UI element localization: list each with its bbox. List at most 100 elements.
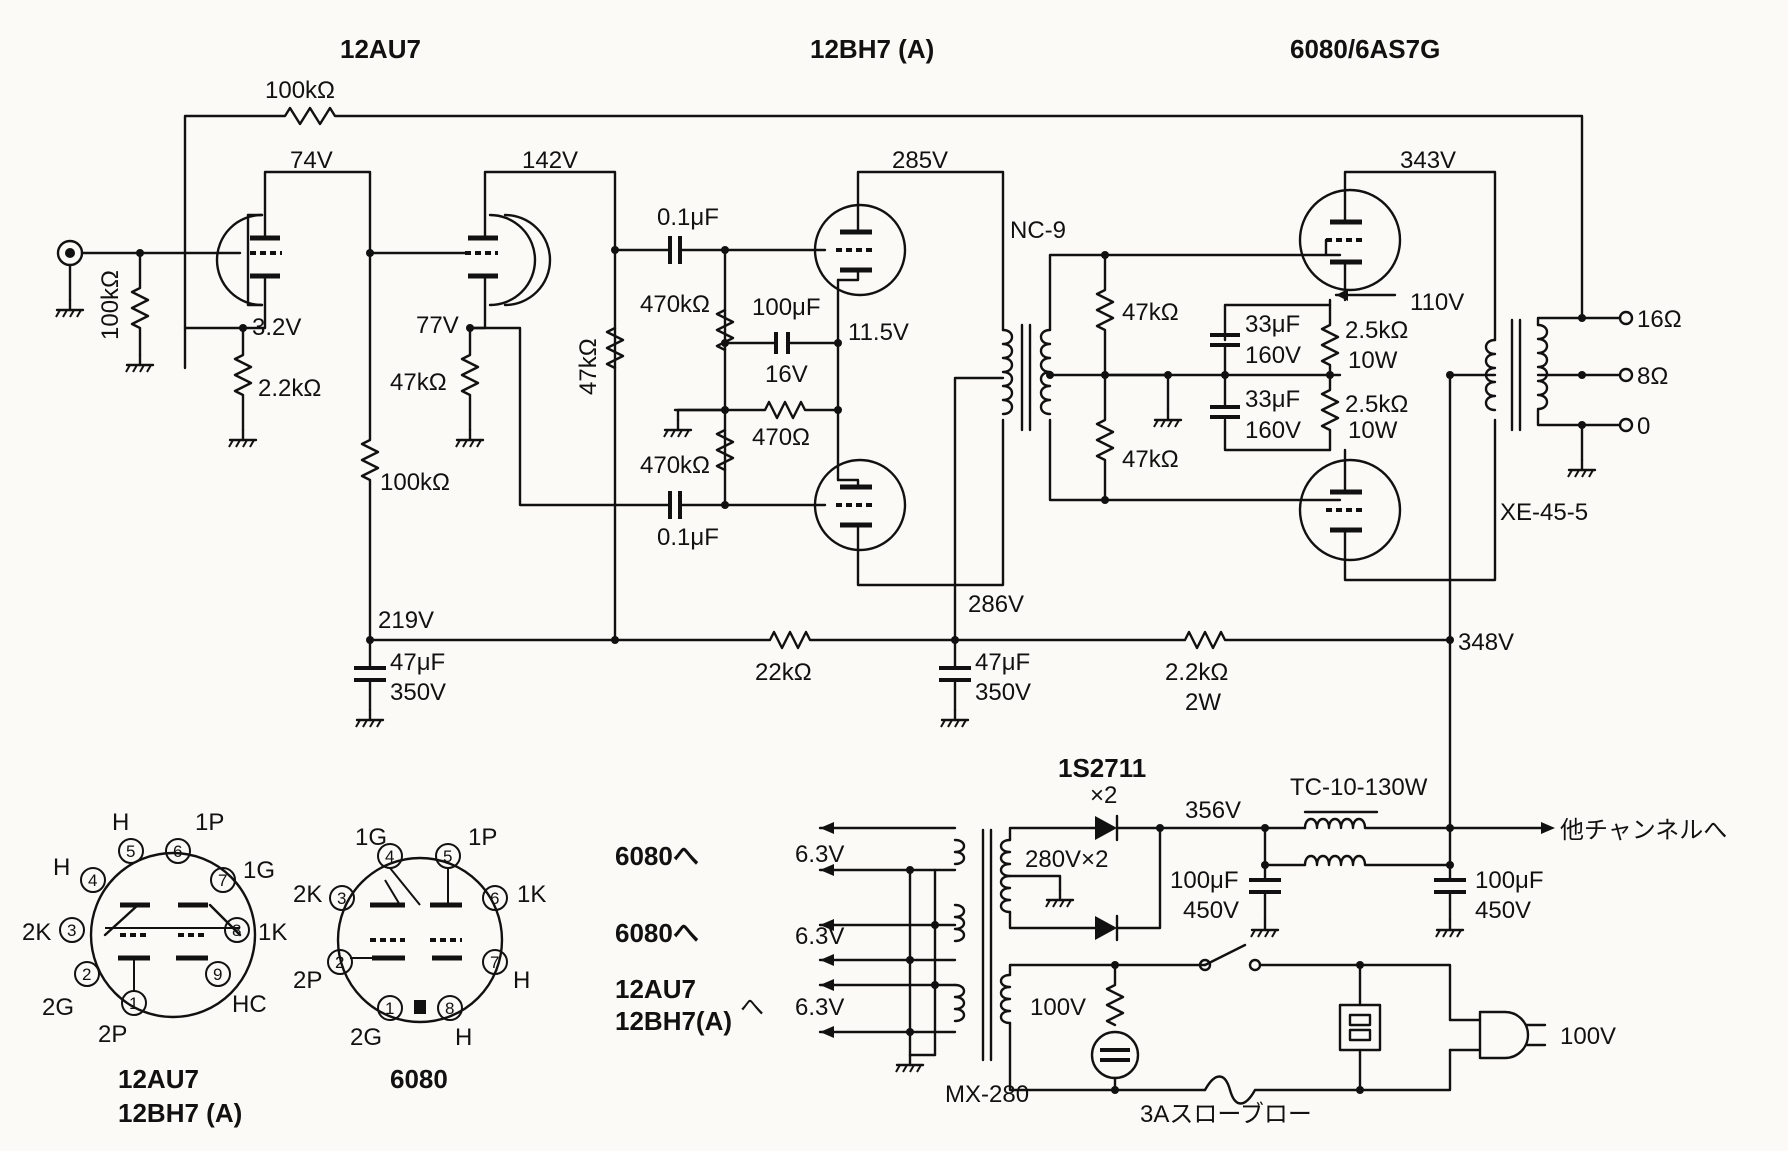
rail-348-voltage: 348V [1458, 629, 1514, 656]
input-resistor-value: 100kΩ [97, 270, 124, 340]
pinL-HC: HC [232, 991, 267, 1018]
stage1-plate-resistor [360, 251, 380, 642]
filter-cap-2: 47μF [975, 649, 1030, 676]
bh7-plate-voltage: 285V [892, 147, 948, 174]
cathode-cap-2-voltage: 160V [1245, 417, 1301, 444]
stage1-tube-label: 12AU7 [340, 34, 421, 64]
heater-1-voltage: 6.3V [795, 841, 844, 868]
coupling-cap-1: 0.1μF [657, 204, 719, 231]
tap-16-ohm: 16Ω [1637, 306, 1682, 333]
stage1-cathode-voltage: 3.2V [252, 314, 301, 341]
pinL-H-top: H [112, 809, 129, 836]
stage2-tube-label: 12BH7 (A) [810, 34, 934, 64]
pinL-H-left: H [53, 854, 70, 881]
pinR-2P: 2P [293, 967, 322, 994]
nc9-label: NC-9 [1010, 217, 1066, 244]
stage2-grid-resistor: 47kΩ [390, 369, 447, 396]
mains-plug-voltage: 100V [1560, 1023, 1616, 1050]
output-bias-network [1095, 251, 1397, 504]
cathode-cap-1: 33μF [1245, 311, 1300, 338]
nc9-transformer [951, 253, 1342, 644]
rail-resistor-2k2-watts: 2W [1185, 689, 1221, 716]
output-plate-voltage: 343V [1400, 147, 1456, 174]
power-supply [818, 810, 1555, 1105]
bias-resistor-1: 47kΩ [1122, 299, 1179, 326]
pin-6: 6 [173, 842, 182, 861]
cathode-resistor-2: 2.5kΩ [1345, 391, 1408, 418]
pin-8: 8 [232, 921, 241, 940]
rail-resistor-2k2: 2.2kΩ [1165, 659, 1228, 686]
heater-2-voltage: 6.3V [795, 923, 844, 950]
tube-12au7-stage1 [183, 170, 372, 449]
bypass-cap-voltage: 16V [765, 361, 808, 388]
pinL-2K: 2K [22, 919, 51, 946]
heater-3-dest-a: 12AU7 [615, 974, 696, 1004]
tube-12au7-stage2 [366, 170, 672, 642]
cathode-resistor-2-watts: 10W [1348, 417, 1398, 444]
pinR-2G: 2G [350, 1024, 382, 1051]
tap-0: 0 [1637, 413, 1650, 440]
rail-219-voltage: 219V [378, 607, 434, 634]
coupling-cap-2: 0.1μF [657, 524, 719, 551]
stage2-plate-voltage: 142V [522, 147, 578, 174]
cathode-resistor-470: 470Ω [752, 424, 810, 451]
feedback-resistor-value: 100kΩ [265, 77, 335, 104]
filter-cap-1-voltage: 350V [390, 679, 446, 706]
pin-2: 2 [82, 965, 91, 984]
heater-3-dest-c: へ [740, 994, 764, 1021]
psu-cap-2-voltage: 450V [1475, 897, 1531, 924]
filter-cap-2-voltage: 350V [975, 679, 1031, 706]
psu-cap-1-voltage: 450V [1183, 897, 1239, 924]
stage1-plate-voltage: 74V [290, 147, 333, 174]
primary-voltage: 100V [1030, 994, 1086, 1021]
pin-9: 9 [213, 965, 222, 984]
secondary-hv-label: 280V×2 [1025, 846, 1108, 873]
tube-12bh7-upper [813, 170, 1005, 332]
pin6080-4: 4 [385, 847, 394, 866]
xe45-label: XE-45-5 [1500, 499, 1588, 526]
feedback-resistor [183, 106, 1584, 370]
pinout-right-title: 6080 [390, 1064, 448, 1094]
grid-resistor-1: 470kΩ [640, 291, 710, 318]
stage2-plate-resistor: 47kΩ [575, 338, 602, 395]
input-jack [54, 239, 242, 374]
cathode-resistor-1-watts: 10W [1348, 347, 1398, 374]
fuse-label: 3Aスローブロー [1140, 1101, 1312, 1128]
tap-8-ohm: 8Ω [1637, 363, 1668, 390]
stage1-plate-resistor-value: 100kΩ [380, 469, 450, 496]
pinL-2P: 2P [98, 1021, 127, 1048]
pinR-1P: 1P [468, 824, 497, 851]
pin6080-6: 6 [490, 889, 499, 908]
bypass-cap: 100μF [752, 294, 821, 321]
pin-1: 1 [129, 994, 138, 1013]
pin6080-5: 5 [443, 847, 452, 866]
heater-1-dest: 6080へ [615, 841, 699, 871]
bh7-cathode-voltage: 11.5V [848, 319, 909, 346]
pin-4: 4 [88, 871, 97, 890]
pin6080-8: 8 [445, 999, 454, 1018]
tube-6080-lower [1298, 418, 1497, 582]
grid-resistor-2: 470kΩ [640, 452, 710, 479]
pinR-1G: 1G [355, 824, 387, 851]
pinL-1G: 1G [243, 857, 275, 884]
psu-cap-2: 100μF [1475, 867, 1544, 894]
tube-6080-upper [1298, 170, 1497, 342]
pin6080-1: 1 [385, 999, 394, 1018]
coupling-network [611, 236, 842, 519]
heater-3-dest-b: 12BH7(A) [615, 1006, 732, 1036]
pin-7: 7 [218, 871, 227, 890]
diode-qty: ×2 [1090, 782, 1117, 809]
pinL-1K: 1K [258, 919, 287, 946]
pinR-H-bottom: H [455, 1024, 472, 1051]
cathode-cap-2: 33μF [1245, 386, 1300, 413]
tube-12bh7-lower [813, 418, 1005, 587]
bh7-supply-voltage: 286V [968, 591, 1024, 618]
pinL-1P: 1P [195, 809, 224, 836]
choke-label: TC-10-130W [1290, 774, 1428, 801]
pinout-6080: 4 5 3 6 2 7 1 8 [327, 843, 508, 1024]
pin6080-3: 3 [337, 889, 346, 908]
filter-cap-1: 47μF [390, 649, 445, 676]
stage3-tube-label: 6080/6AS7G [1290, 34, 1440, 64]
stage1-cathode-resistor: 2.2kΩ [258, 375, 321, 402]
